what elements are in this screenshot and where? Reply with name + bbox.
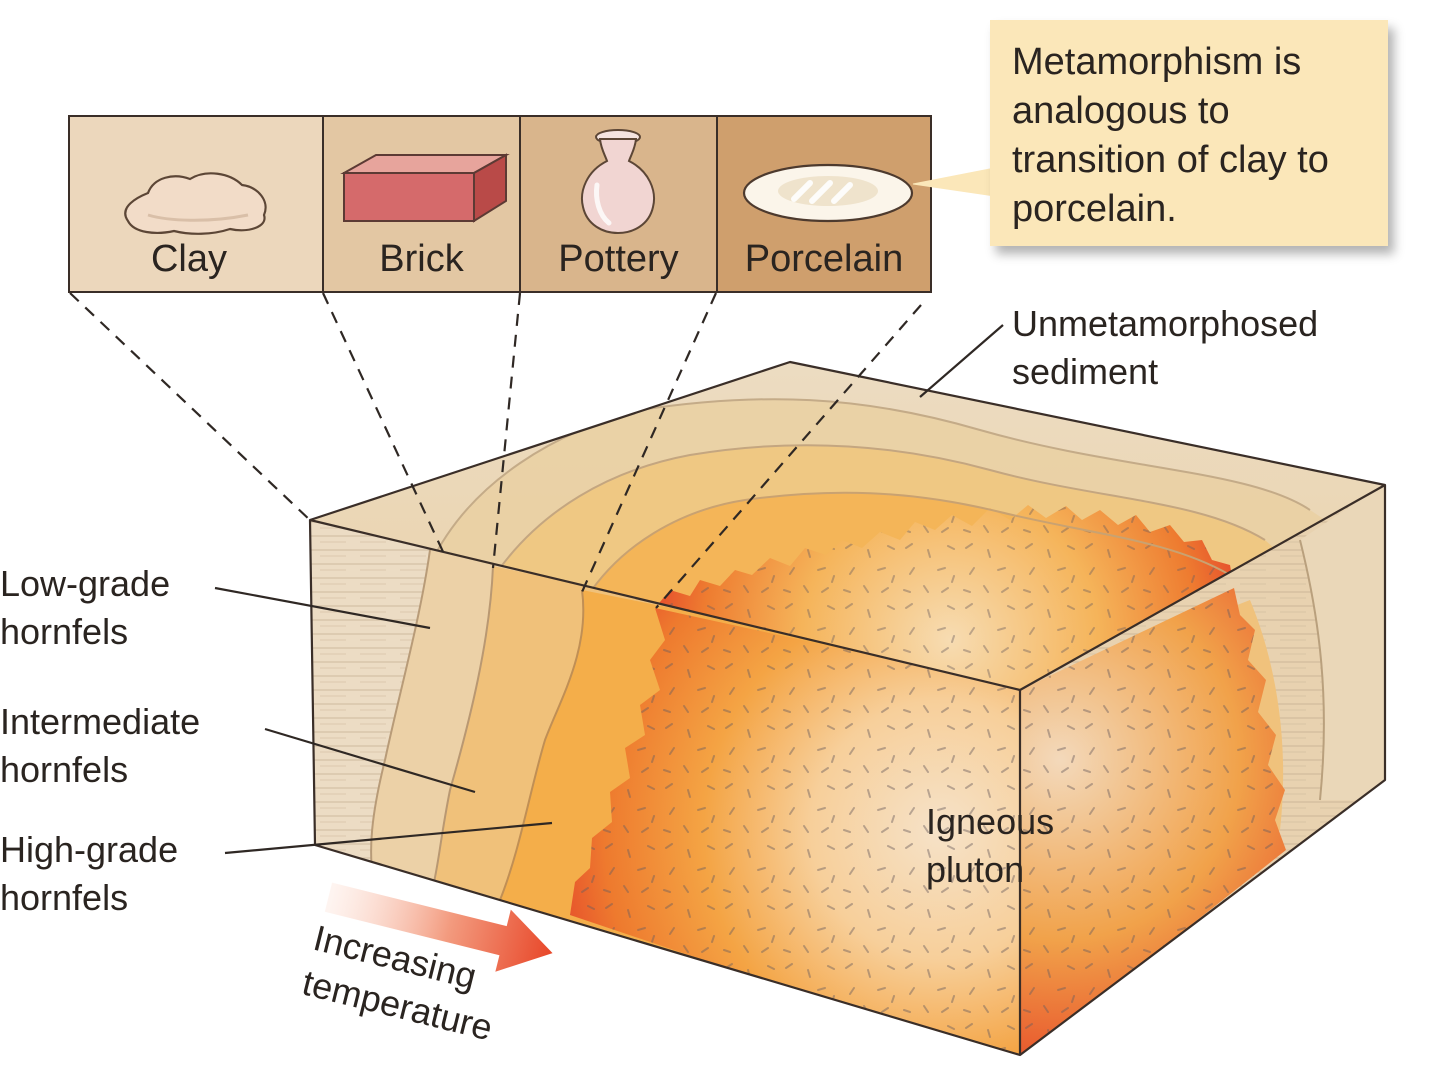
panel-label-porcelain: Porcelain: [744, 238, 904, 280]
callout-text: Metamorphism is analogous to transition …: [1012, 41, 1329, 230]
label-pluton: Igneous pluton: [926, 801, 1055, 890]
projection-lines: [69, 292, 922, 609]
pottery-icon: [581, 129, 655, 235]
panel-label-pottery: Pottery: [558, 238, 679, 280]
analogy-callout: Metamorphism is analogous to transition …: [990, 20, 1388, 246]
porcelain-icon: [742, 163, 914, 223]
panel-pottery: Pottery: [521, 117, 718, 291]
panel-label-clay: Clay: [150, 238, 228, 280]
label-unmetamorphosed: Unmetamorphosed sediment: [1012, 303, 1319, 392]
panel-porcelain: Porcelain: [718, 117, 930, 291]
clay-icon: [124, 172, 267, 235]
panel-label-brick: Brick: [379, 238, 464, 280]
brick-icon: [340, 153, 510, 223]
label-intermediate: Intermediate hornfels: [0, 701, 201, 790]
label-high-grade: High-grade hornfels: [0, 829, 179, 918]
panel-brick: Brick: [324, 117, 521, 291]
temperature-arrow: [324, 882, 553, 972]
analogy-strip: Clay Brick Pottery: [68, 115, 932, 293]
leader-lines: [214, 324, 1004, 855]
panel-clay: Clay: [70, 117, 324, 291]
block-front-face: [310, 520, 1020, 1055]
label-low-grade: Low-grade hornfels: [0, 563, 171, 652]
